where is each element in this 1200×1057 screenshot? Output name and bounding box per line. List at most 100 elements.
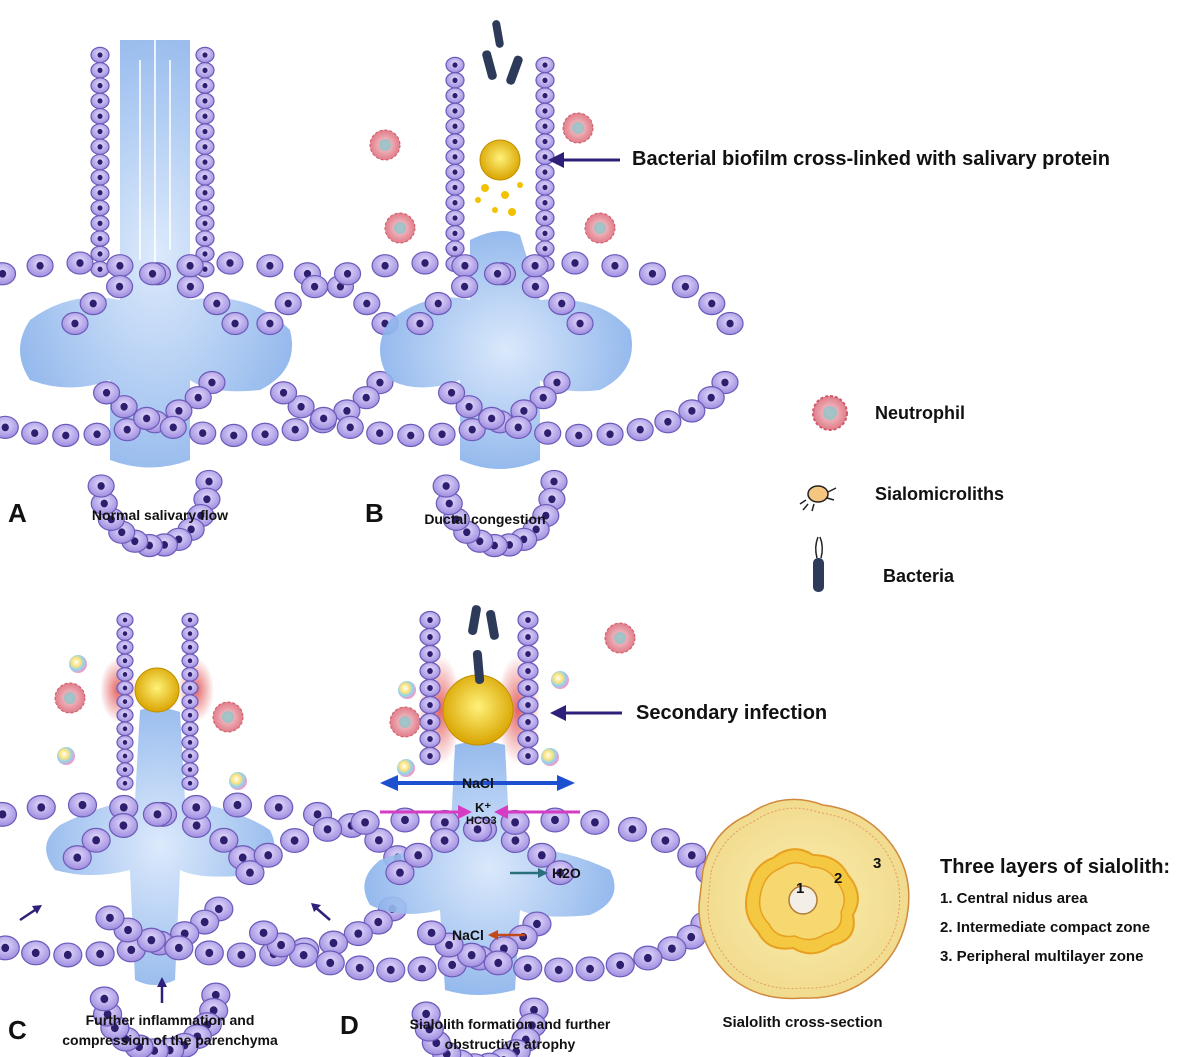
cell-nucleus (97, 266, 103, 272)
cell-nucleus (539, 393, 547, 402)
neutrophil-core (594, 222, 606, 234)
cell-nucleus (97, 190, 103, 196)
cell-nucleus (361, 818, 370, 827)
cell-nucleus (187, 685, 193, 691)
cell-nucleus (202, 144, 208, 150)
cell-nucleus (97, 52, 103, 58)
cell-nucleus (661, 836, 670, 845)
cell-nucleus (381, 261, 389, 270)
cell-nucleus (542, 200, 548, 206)
cell-nucleus (452, 230, 458, 236)
cell-nucleus (425, 1024, 434, 1034)
cell-nucleus (542, 184, 548, 191)
cell-nucleus (0, 810, 7, 819)
cell-nucleus (122, 672, 128, 677)
cell-nucleus (197, 511, 205, 520)
hco3-label: HCO3 (466, 815, 497, 827)
cell-nucleus (643, 953, 652, 963)
cell-nucleus (452, 215, 458, 221)
panel-a-flow-lines (139, 40, 171, 280)
cell-nucleus (122, 767, 128, 772)
cell-nucleus (488, 414, 496, 423)
panel-c-compression-arrows (19, 903, 331, 1003)
cell-nucleus (31, 429, 39, 437)
cell-nucleus (531, 282, 540, 291)
biofilm-callout: Bacterial biofilm cross-linked with sali… (632, 148, 1110, 170)
cell-nucleus (97, 144, 103, 150)
cell-nucleus (434, 299, 442, 308)
cell-nucleus (187, 658, 193, 664)
cell-nucleus (180, 929, 189, 938)
cell-nucleus (97, 82, 103, 89)
cell-nucleus (106, 913, 114, 923)
cell-nucleus (237, 950, 246, 960)
cell-nucleus (586, 964, 594, 974)
cell-nucleus (493, 269, 502, 278)
cell-nucleus (122, 740, 128, 745)
cell-nucleus (376, 429, 384, 437)
cell-nucleus (628, 825, 637, 834)
panel-d-lumen (364, 741, 615, 995)
cell-nucleus (219, 836, 228, 845)
cell-nucleus (97, 159, 103, 165)
cell-nucleus (97, 174, 103, 181)
epithelial-cell (0, 801, 18, 827)
cell-nucleus (0, 269, 7, 278)
cell-nucleus (494, 958, 503, 968)
cell-nucleus (427, 719, 433, 725)
cell-nucleus (530, 1005, 538, 1015)
cell-nucleus (205, 477, 213, 486)
cell-nucleus (124, 925, 132, 935)
cell-nucleus (465, 402, 473, 411)
cell-nucleus (542, 511, 550, 520)
neutrophil-core (399, 716, 411, 728)
cell-nucleus (264, 851, 273, 860)
cell-nucleus (62, 431, 70, 440)
cell-nucleus (525, 736, 531, 742)
epithelial-cell (0, 935, 20, 961)
cell-nucleus (336, 282, 345, 291)
cell-nucleus (202, 190, 208, 196)
cell-nucleus (556, 868, 564, 877)
cell-nucleus (438, 430, 446, 439)
cell-nucleus (616, 960, 625, 970)
h2o-arrow (510, 868, 548, 878)
cell-nucleus (187, 726, 193, 732)
cell-nucleus (374, 917, 383, 927)
cell-nucleus (687, 932, 696, 942)
cell-nucleus (452, 62, 458, 68)
neutrophil-core (64, 692, 76, 704)
cell-nucleus (202, 113, 208, 119)
cell-nucleus (205, 948, 214, 958)
cell-nucleus (202, 235, 208, 242)
cell-nucleus (363, 299, 371, 308)
cell-nucleus (452, 169, 458, 175)
cell-nucleus (468, 425, 476, 434)
cell-nucleus (202, 52, 208, 58)
cell-nucleus (525, 634, 531, 640)
cell-nucleus (527, 1021, 536, 1030)
cell-nucleus (452, 138, 458, 145)
cell-nucleus (422, 1009, 431, 1019)
cell-nucleus (89, 299, 97, 308)
cell-nucleus (708, 299, 716, 308)
neutrophil-core (379, 139, 391, 151)
cell-nucleus (187, 767, 193, 772)
cell-nucleus (542, 108, 548, 114)
cell-nucleus (169, 423, 177, 432)
cell-nucleus (97, 251, 103, 257)
panel-d-caption: Sialolith formation and further obstruct… (385, 1014, 635, 1054)
cell-nucleus (343, 407, 351, 415)
cell-nucleus (186, 261, 194, 270)
cell-nucleus (461, 261, 469, 270)
immune-particle (69, 655, 87, 673)
cell-nucleus (427, 928, 436, 938)
secondary-infection-callout: Secondary infection (636, 702, 828, 724)
cell-nucleus (274, 803, 283, 812)
cell-nucleus (102, 388, 111, 397)
cell-nucleus (442, 482, 450, 490)
cell-nucleus (122, 699, 128, 704)
panel-letter-c: C (8, 1015, 27, 1045)
cell-nucleus (542, 154, 548, 160)
